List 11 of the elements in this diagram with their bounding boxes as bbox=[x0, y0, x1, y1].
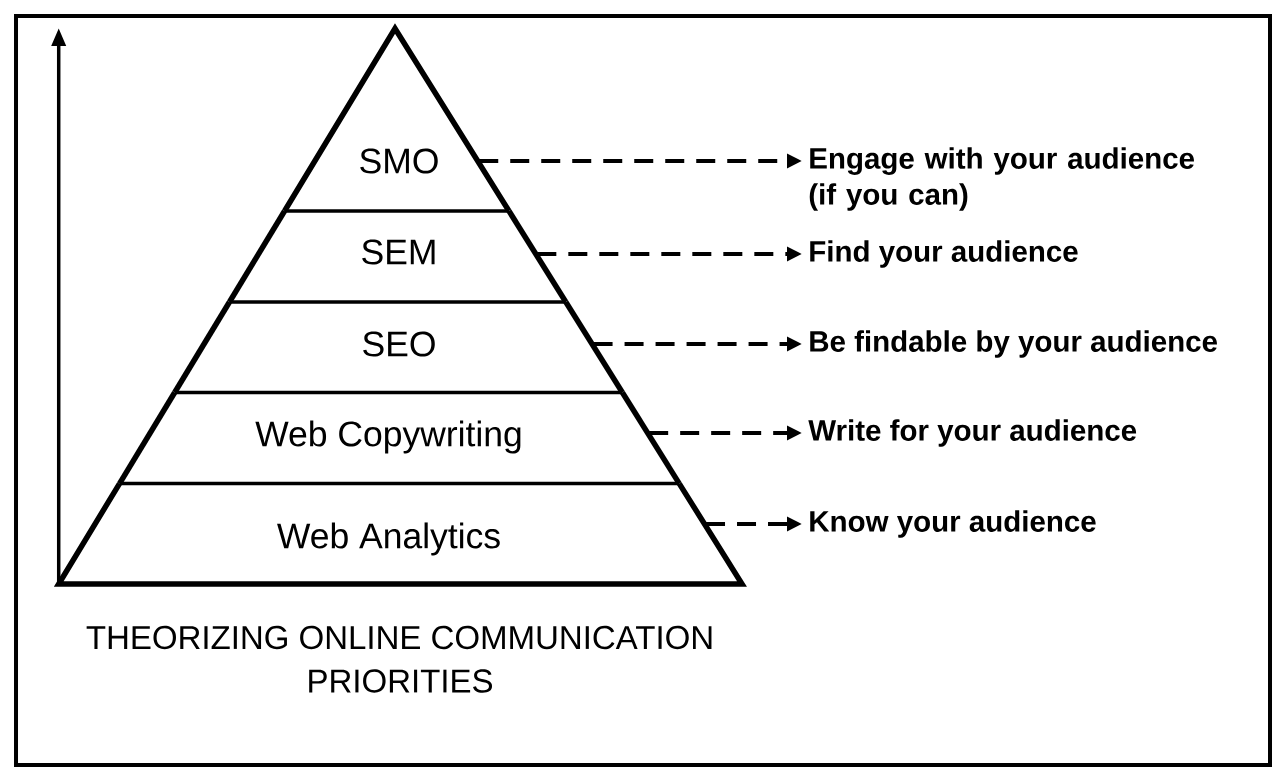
caption: THEORIZING ONLINE COMMUNICATION PRIORITIES bbox=[86, 625, 712, 693]
pyramid-band: SEM bbox=[227, 209, 569, 304]
pyramid-band: Web Copywriting bbox=[117, 391, 682, 486]
pyramid-band: SEO bbox=[172, 300, 625, 395]
annotation-text: Find your audience bbox=[810, 240, 1078, 268]
pyramid-band: SMO bbox=[282, 23, 512, 213]
annotation-text: Engage with your audience (if you can) bbox=[809, 147, 1194, 211]
annotation-text: Write for your audience bbox=[808, 419, 1137, 447]
pyramid-band: Web Analytics bbox=[53, 482, 747, 587]
annotation-text: Be findable by your audience bbox=[810, 330, 1217, 358]
annotation-text: Know your audience bbox=[810, 510, 1096, 538]
